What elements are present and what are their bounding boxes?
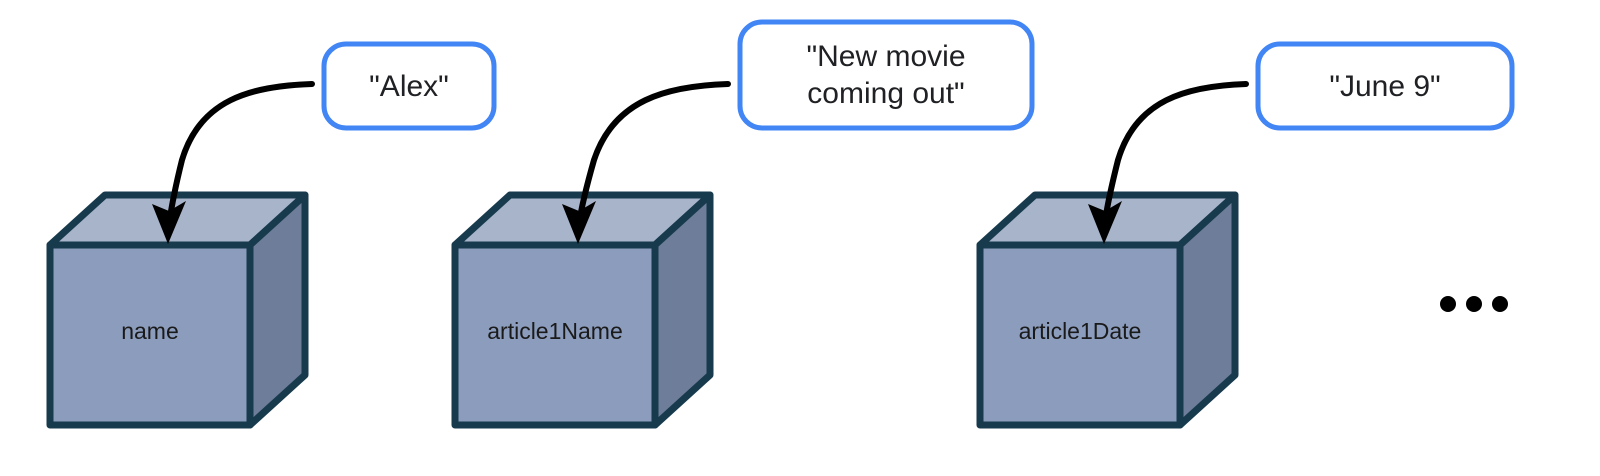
cube-article1date-front-face (976, 241, 1184, 429)
arrow-new-movie-to-article1name-curve (576, 81, 731, 227)
more-indicator (1440, 296, 1508, 312)
arrow-new-movie-to-article1name-head (562, 201, 596, 244)
callout-alex-box[interactable] (321, 41, 497, 131)
callout-june-9-line-1: "June 9" (1329, 70, 1440, 103)
callout-new-movie-line-2: coming out" (807, 77, 964, 110)
cube-article1name-front-face (451, 241, 659, 429)
callout-june-9-box[interactable] (1255, 41, 1515, 131)
cube-name-front-face (46, 241, 254, 429)
callout-new-movie[interactable]: "New movie coming out" (737, 19, 1035, 131)
cube-article1date-label: article1Date (1019, 318, 1142, 344)
arrow-new-movie-to-article1name (562, 81, 731, 244)
arrow-june9-to-article1date-curve (1102, 81, 1249, 227)
arrow-alex-to-name-curve (166, 81, 315, 227)
arrow-alex-to-name-head (152, 201, 186, 244)
callout-new-movie-box[interactable] (737, 19, 1035, 131)
arrow-june9-to-article1date-head (1088, 201, 1122, 244)
callout-june-9[interactable]: "June 9" (1255, 41, 1515, 131)
callout-alex-line-1: "Alex" (369, 70, 449, 103)
cube-article1name-label: article1Name (487, 318, 623, 344)
callout-new-movie-line-1: "New movie (806, 40, 965, 73)
arrow-alex-to-name (152, 81, 315, 244)
more-indicator-dot-2 (1466, 296, 1482, 312)
cube-name: name (46, 191, 309, 429)
more-indicator-dot-3 (1492, 296, 1508, 312)
cube-article1date: article1Date (976, 191, 1239, 429)
cube-name-label: name (121, 318, 179, 344)
callout-alex[interactable]: "Alex" (321, 41, 497, 131)
arrow-june9-to-article1date (1088, 81, 1249, 244)
more-indicator-dot-1 (1440, 296, 1456, 312)
